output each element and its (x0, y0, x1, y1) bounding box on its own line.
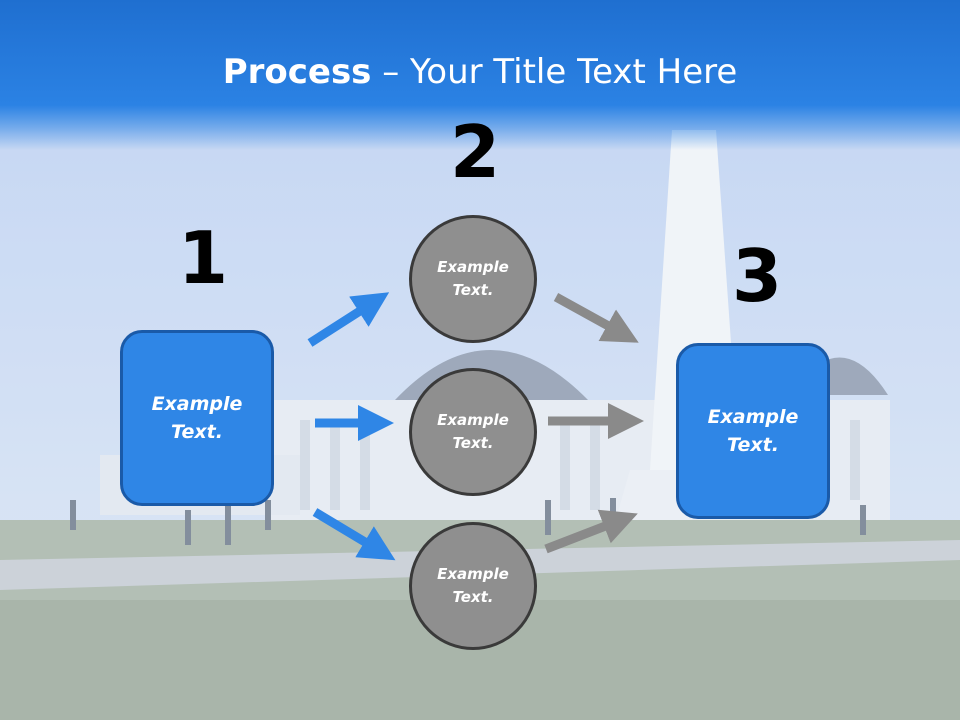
title-bold: Process (222, 52, 372, 92)
step-2-circle-top: Example Text. (409, 215, 537, 343)
right-arrow-icon (312, 508, 396, 561)
step-3-box: Example Text. (676, 343, 830, 519)
right-arrow-icon (307, 292, 390, 347)
step-number-3: 3 (732, 234, 783, 318)
circle-top-line1: Example (437, 257, 509, 276)
circle-bottom-line2: Text. (452, 588, 494, 606)
slide-title: Process – Your Title Text Here (0, 52, 960, 92)
step-3-line1: Example (707, 405, 799, 428)
circle-middle-line2: Text. (452, 434, 494, 452)
step-2-circle-middle: Example Text. (409, 368, 537, 496)
circle-middle-line1: Example (437, 410, 509, 429)
step-number-2: 2 (450, 110, 501, 194)
step-1-line1: Example (151, 392, 243, 415)
step-number-1: 1 (178, 216, 229, 300)
step-3-line2: Text. (727, 434, 779, 456)
right-arrow-icon (553, 293, 639, 343)
title-rest: – Your Title Text Here (371, 52, 738, 92)
step-1-box: Example Text. (120, 330, 274, 506)
step-2-circle-bottom: Example Text. (409, 522, 537, 650)
circle-top-line2: Text. (452, 281, 494, 299)
circle-bottom-line1: Example (437, 564, 509, 583)
title-bar (0, 0, 960, 150)
step-1-line2: Text. (171, 421, 223, 443)
right-arrow-icon (544, 509, 638, 554)
